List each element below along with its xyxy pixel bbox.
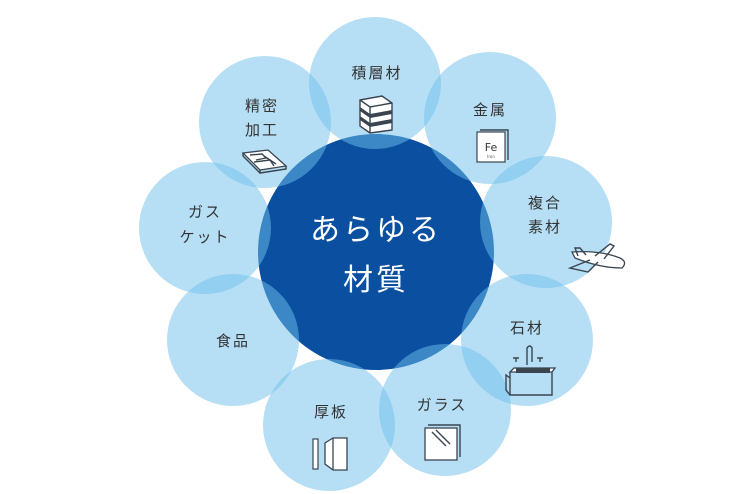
label-glass: ガラス [417,396,468,414]
label-metal: 金属 [473,101,507,119]
label-thick-board: 厚板 [314,403,348,421]
label-laminate: 積層材 [351,64,402,82]
label-composite-line2: 素材 [528,218,562,236]
petal-thick-board [263,359,395,491]
glass-pane-icon [424,424,461,461]
petal-precision [199,56,331,188]
petal-glass [379,344,511,476]
airplane-icon [567,243,626,273]
label-gasket-line1: ガス [188,203,222,221]
center-circle [258,134,494,370]
circuit-plate-icon [241,149,288,174]
label-gasket-line2: ケット [179,228,230,246]
petal-food [167,274,299,406]
petal-laminate [309,17,441,149]
fe-name: Iron [487,154,495,159]
center-title-line2: 材質 [343,263,409,298]
fe-symbol: Fe [485,141,498,154]
label-precision-line2: 加工 [245,121,279,139]
petal-metal [424,52,556,184]
label-stone: 石材 [510,319,544,337]
periodic-element-fe-icon: Fe Iron [476,129,509,163]
layered-block-icon [359,95,393,134]
label-composite-line1: 複合 [528,194,562,212]
center-title-line1: あらゆる [310,213,442,248]
petal-gasket [139,162,271,294]
label-precision-line1: 精密 [245,97,279,115]
label-food: 食品 [216,332,250,350]
sink-icon [505,345,557,396]
thick-board-ruler-icon [312,437,348,471]
